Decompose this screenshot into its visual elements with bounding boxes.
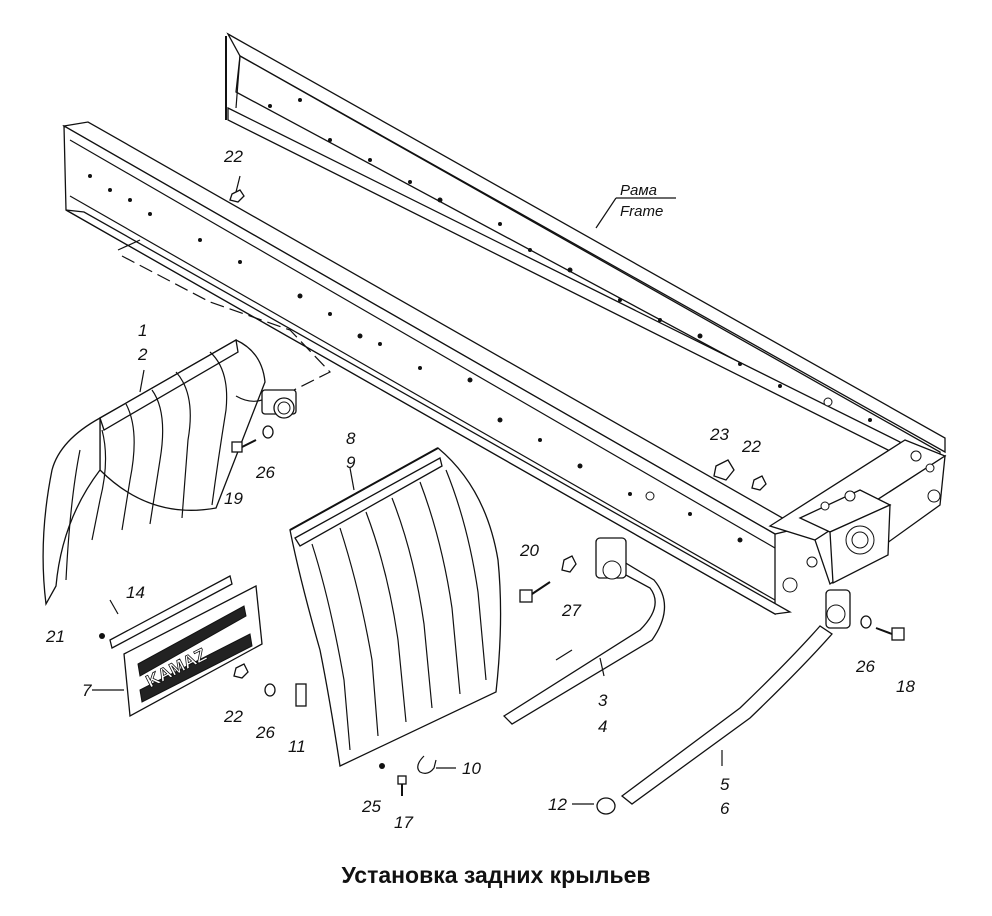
nut-22a [229, 189, 245, 203]
callout-22-right: 22 [741, 437, 761, 456]
washer-25 [379, 763, 385, 769]
callout-19: 19 [224, 489, 243, 508]
callout-7: 7 [82, 681, 92, 700]
bolt-17 [397, 775, 407, 796]
callout-6: 6 [720, 799, 730, 818]
callout-26-right: 26 [855, 657, 875, 676]
frame-label-ru: Рама [620, 182, 657, 199]
washer-26a [262, 425, 274, 439]
frame-label: Рама Frame [595, 182, 676, 229]
nut-27 [561, 555, 577, 573]
bracket-tube-left [502, 537, 666, 725]
callout-10: 10 [462, 759, 481, 778]
leader-lines [92, 175, 723, 805]
frame: Рама Frame [62, 32, 947, 616]
bracket-tube-right [620, 589, 851, 805]
callouts: 1 2 3 4 5 6 7 8 9 10 11 12 14 17 18 19 2… [45, 147, 915, 832]
callout-21: 21 [45, 627, 65, 646]
callout-11: 11 [288, 737, 306, 756]
fender-left [42, 338, 297, 607]
frame-rail-rear [225, 32, 946, 472]
callout-3: 3 [598, 691, 608, 710]
callout-23: 23 [709, 425, 729, 444]
callout-26-bottom: 26 [255, 723, 275, 742]
nut-22b [751, 475, 767, 491]
callout-26-left: 26 [255, 463, 275, 482]
plug-12 [596, 797, 616, 815]
fender-right [289, 447, 502, 767]
nut-22c [233, 663, 249, 679]
callout-1: 1 [138, 321, 147, 340]
frame-label-en: Frame [620, 203, 663, 220]
callout-12: 12 [548, 795, 567, 814]
callout-5: 5 [720, 775, 730, 794]
callout-27: 27 [561, 601, 581, 620]
callout-4: 4 [598, 717, 607, 736]
bolt-19 [231, 439, 257, 453]
diagram-title: Установка задних крыльев [341, 862, 651, 888]
frame-rail-front [62, 121, 802, 616]
bolt-20 [519, 581, 551, 603]
clip-10 [417, 755, 437, 774]
callout-22-bottom: 22 [223, 707, 243, 726]
callout-22-top: 22 [223, 147, 243, 166]
nut-23 [713, 459, 735, 481]
callout-8: 8 [346, 429, 356, 448]
callout-2: 2 [137, 345, 148, 364]
callout-17: 17 [394, 813, 413, 832]
callout-9: 9 [346, 453, 356, 472]
bolt-18 [875, 627, 905, 641]
fasteners [99, 189, 905, 815]
frame-holes [88, 98, 872, 543]
frame-cross-member [768, 439, 947, 593]
callout-20: 20 [519, 541, 539, 560]
callout-14: 14 [126, 583, 145, 602]
washer-26c [860, 615, 872, 629]
callout-25: 25 [361, 797, 381, 816]
callout-18: 18 [896, 677, 915, 696]
washer-26b [264, 683, 276, 697]
washer-21 [99, 633, 105, 639]
